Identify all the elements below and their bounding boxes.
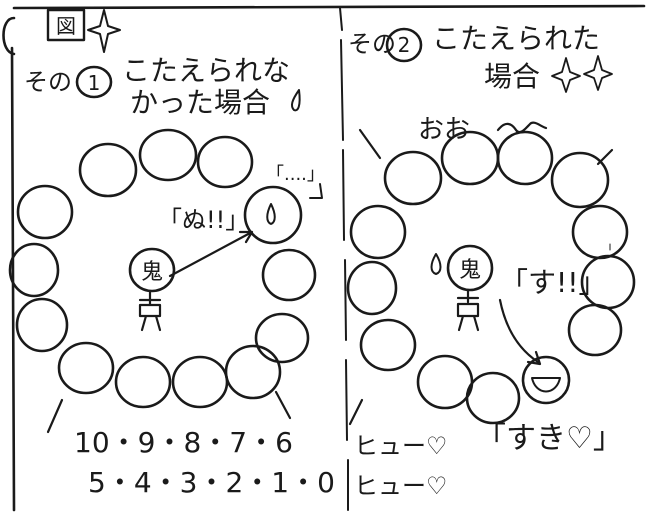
left-oni-head [128,247,176,293]
sweat-drop-icon [290,89,301,112]
right-panel-backslash-mark [358,128,382,160]
left-panel-label-prefix: その [24,68,72,96]
right-speech-suki: 「すき♡」 [476,421,623,456]
right-oni-arrow [498,298,542,366]
left-speech-exclaim: 「ぬ!!」 [158,206,249,234]
left-child-circle [261,248,317,302]
right-whistle-line1: ヒュー♡ [354,432,448,460]
right-whistle-line2: ヒュー♡ [354,472,448,500]
right-sparkle-icon [551,55,613,93]
left-child-circle [15,297,69,353]
page-edge-circle [2,16,16,56]
right-oni-body [456,288,480,332]
right-crowd-text: おお [418,115,470,145]
left-sweat-drop-in-circle [266,203,276,225]
right-child-circle [550,151,610,209]
right-panel-label-prefix: その [348,30,396,58]
right-speech-su: 「す!!」 [500,266,606,299]
right-child-circle [383,150,443,206]
left-circle-ring [8,128,317,409]
left-child-circle [57,341,115,395]
right-panel-slash-mark [348,398,364,426]
right-panel-number-circle [385,27,423,63]
right-panel-tilde-mark [496,121,548,134]
left-child-circle [138,128,198,182]
right-panel-title-line1: こたえられた [432,22,600,55]
right-child-circle [346,260,398,316]
right-child-circle [465,371,521,425]
left-panel-backslash-mark [274,390,292,420]
left-countdown-line1: 10・9・8・7・6 [74,426,293,459]
right-child-circle [349,204,407,260]
left-oni-label: 鬼 [141,260,163,285]
left-child-circle [254,312,310,364]
left-panel-slash-mark [46,398,64,434]
right-oni-figure [446,244,542,366]
right-child-circle [416,354,474,410]
left-speech-dots: 「....」 [266,164,325,185]
sparkle-icon [87,9,121,53]
right-child-circle-smiling [521,355,571,405]
left-countdown-line2: 5・4・3・2・1・0 [88,466,335,499]
left-child-circle [16,184,74,240]
left-oni-body [138,290,162,332]
left-child-circle [8,242,60,298]
left-child-circle [78,142,138,198]
right-panel-slash-mark [596,148,614,166]
left-child-circle [224,344,282,400]
left-panel-title-line2: かった場合 [130,86,270,119]
left-panel-number-circle [75,65,113,99]
left-panel-number: 1 [88,71,101,95]
left-child-circle [171,355,229,409]
right-oni-label: 鬼 [459,258,481,283]
right-sweat-drop-icon [430,253,442,275]
right-child-circle [359,318,417,372]
left-child-circle [196,135,254,189]
panel-divider-line [339,7,349,511]
top-border-line [12,4,646,10]
right-child-circle [571,204,629,260]
right-child-circle [567,303,623,357]
right-child-circle [496,130,554,186]
right-smile-mouth [531,377,561,393]
left-panel-bracket-mark [309,183,323,199]
left-panel-title-line1: こたえられな [122,54,290,87]
right-oni-head [446,244,494,292]
left-child-circle-startled [243,185,303,245]
figure-label-box [46,8,86,42]
figure-label-text: 図 [56,14,76,38]
left-border-line [10,46,16,512]
left-child-circle [114,355,172,409]
right-panel-title-line2: 場合 [484,60,540,93]
left-oni-arrow [168,230,254,278]
left-oni-figure [128,230,254,332]
right-circle-ring [346,130,636,425]
right-panel-number: 2 [398,33,411,57]
